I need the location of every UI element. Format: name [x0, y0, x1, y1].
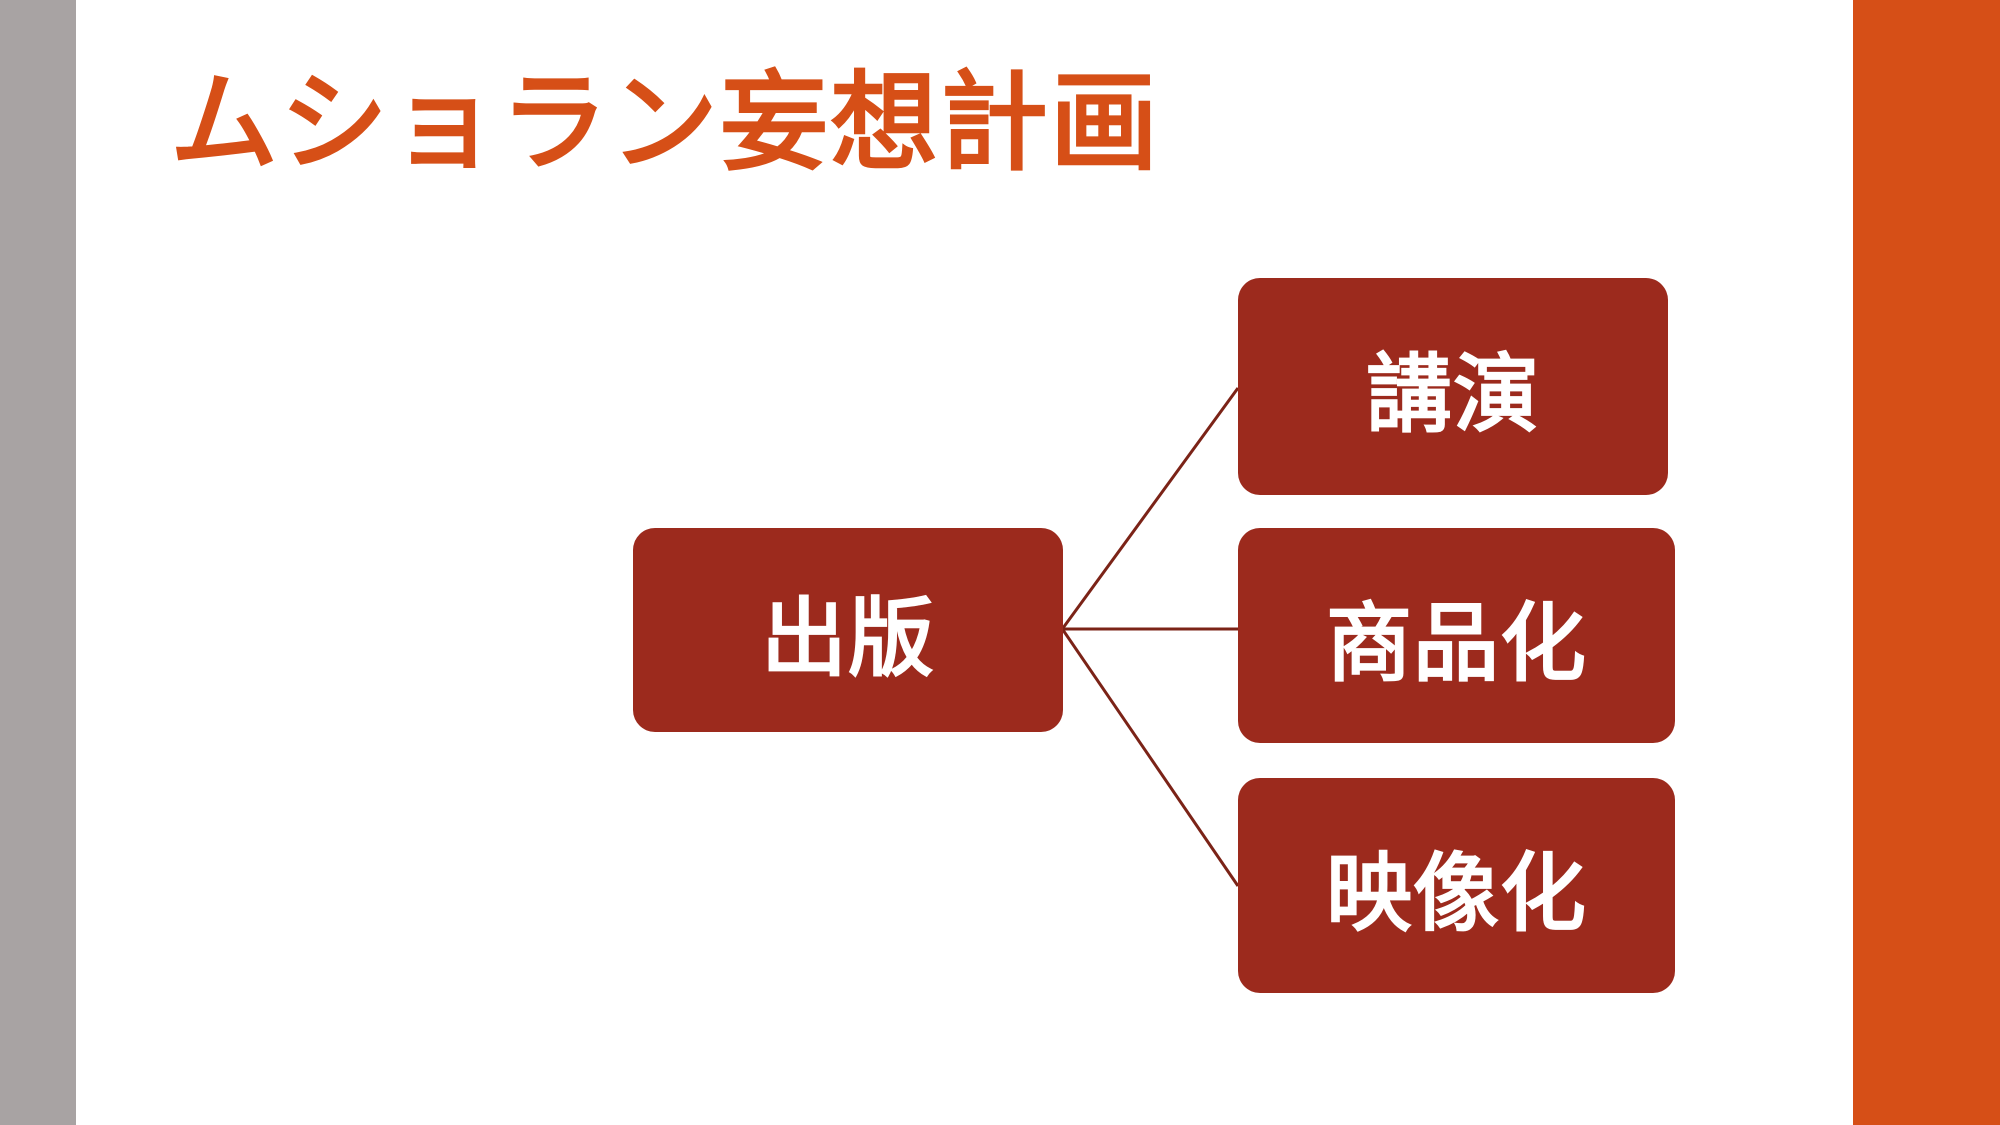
diagram-node-branch-2-label: 商品化 — [1326, 594, 1587, 694]
diagram-node-root-label: 出版 — [761, 588, 935, 689]
right-orange-bar — [1853, 0, 2000, 1125]
diagram-node-root[interactable]: 出版 — [633, 528, 1063, 732]
diagram-node-branch-3[interactable]: 映像化 — [1238, 778, 1675, 993]
diagram-node-branch-2[interactable]: 商品化 — [1238, 528, 1675, 743]
diagram-node-branch-1-label: 講演 — [1366, 345, 1540, 445]
diagram-node-branch-3-label: 映像化 — [1326, 844, 1587, 944]
page-title: ムショラン妄想計画 — [170, 61, 1161, 186]
connector-root-to-branch-1 — [1061, 387, 1240, 629]
connector-root-to-branch-3 — [1061, 629, 1240, 887]
diagram-node-branch-1[interactable]: 講演 — [1238, 278, 1668, 495]
left-gray-bar — [0, 0, 76, 1125]
